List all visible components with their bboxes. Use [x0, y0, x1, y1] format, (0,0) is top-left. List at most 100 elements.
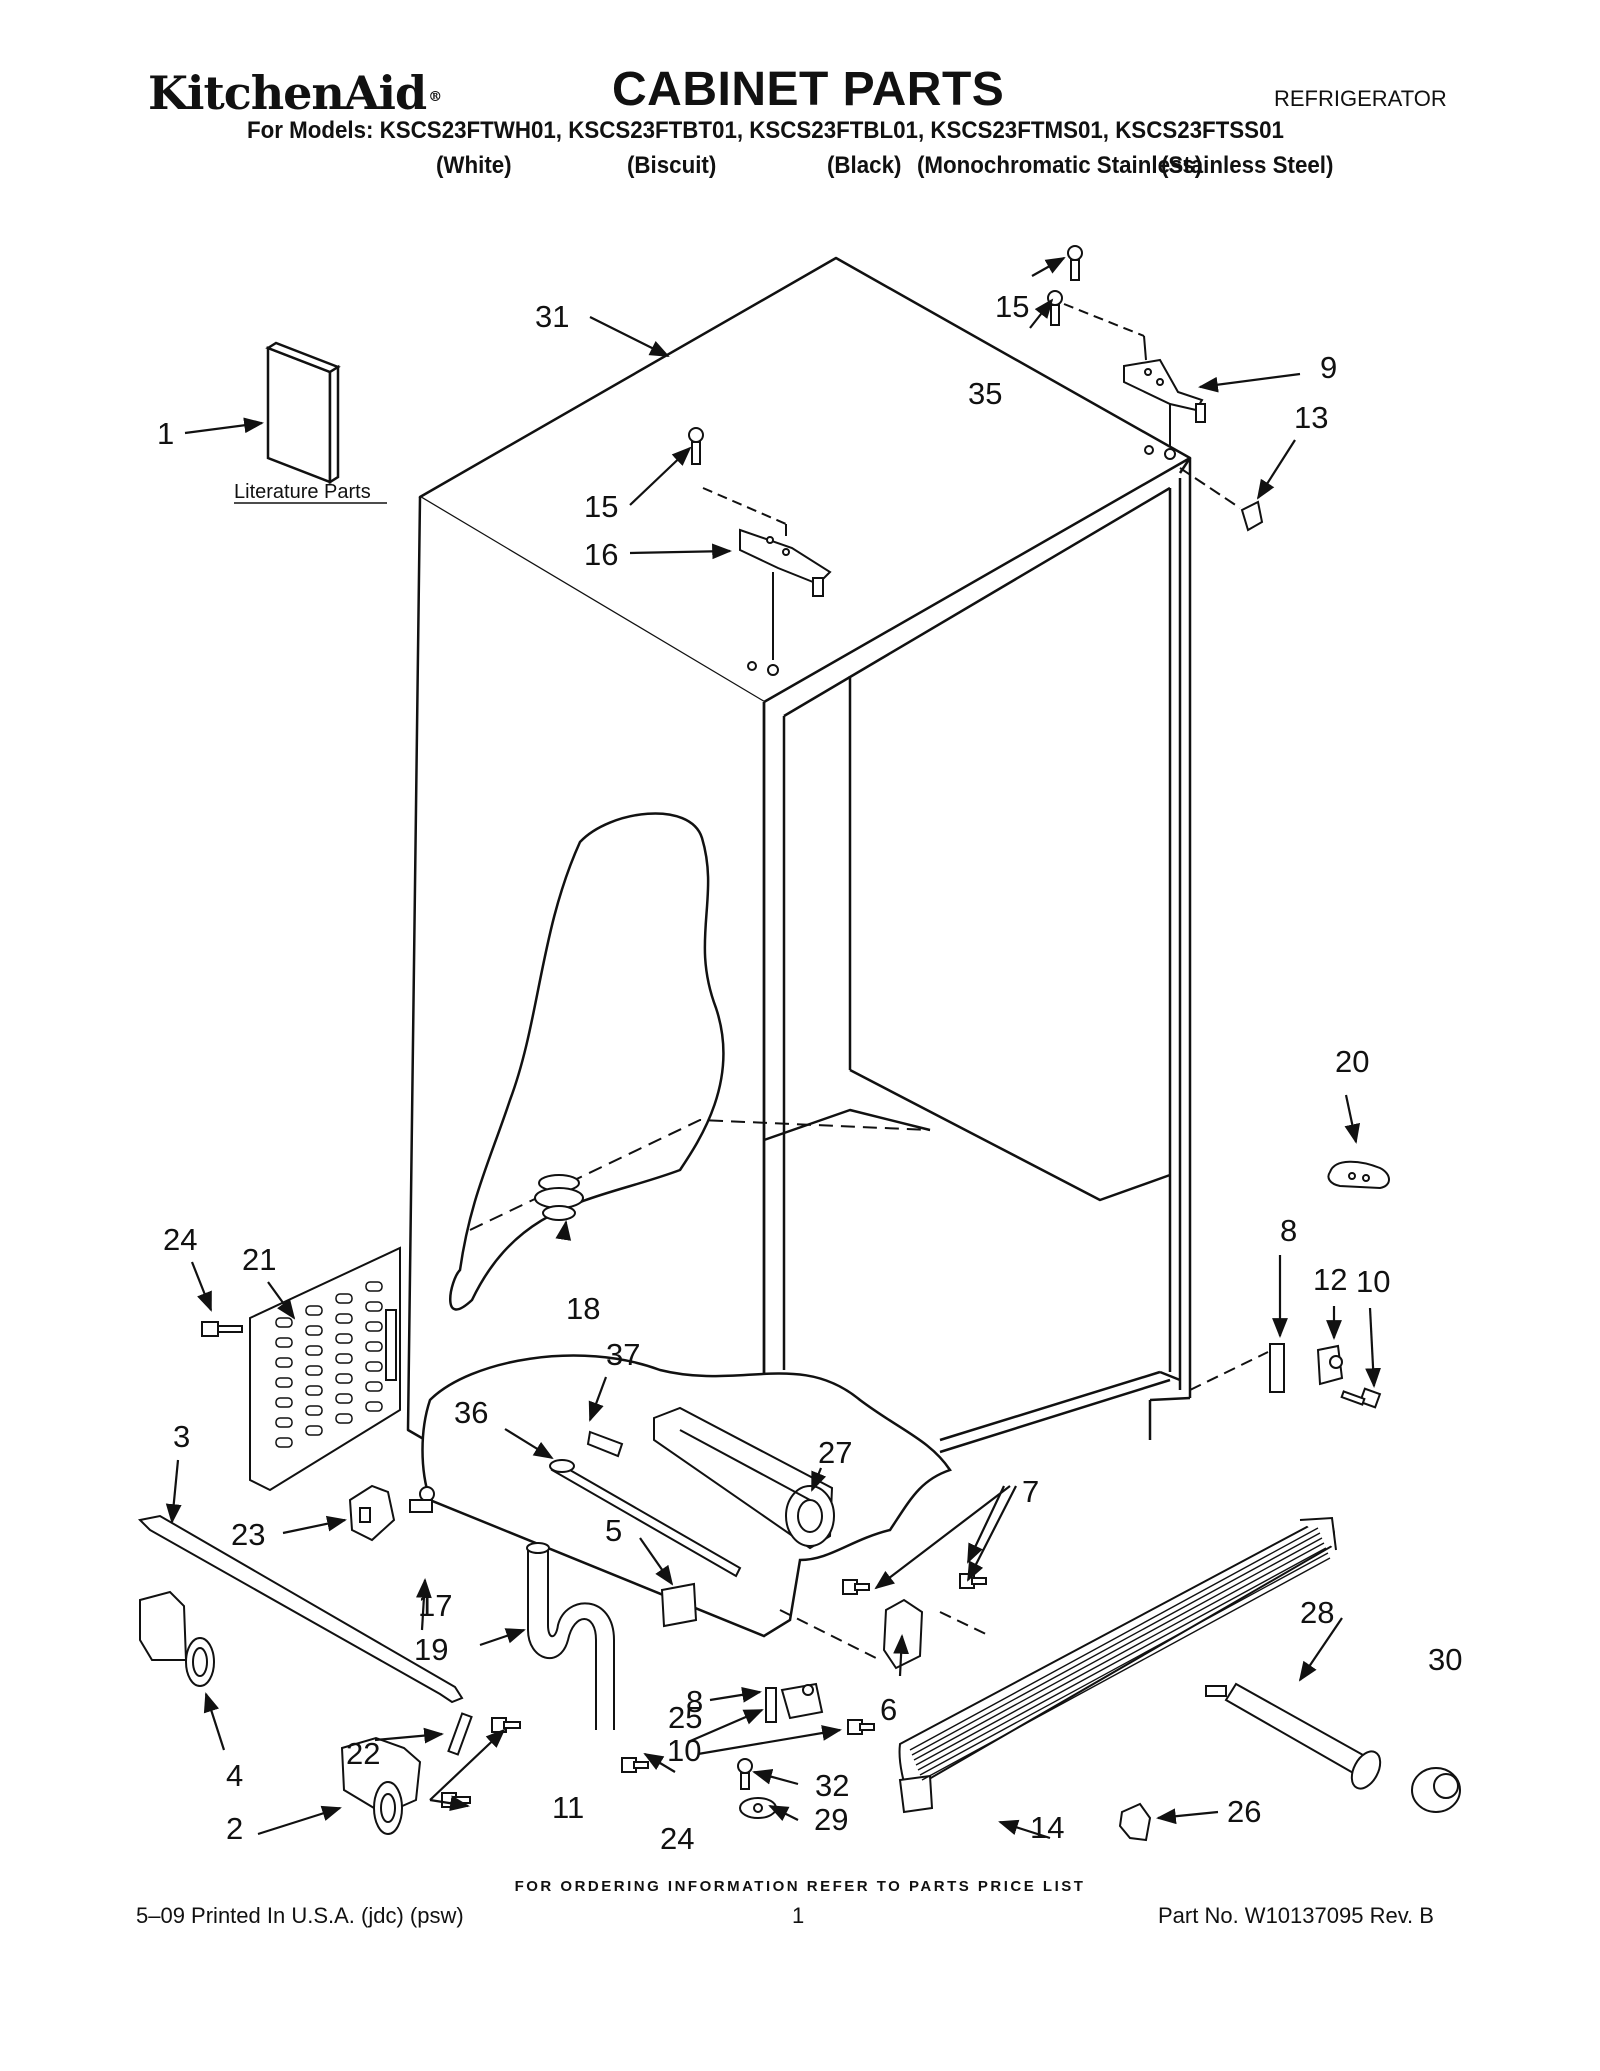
registered-mark: ®: [428, 89, 442, 105]
leader-arrow-32: [687, 1708, 764, 1744]
page-title: CABINET PARTS: [612, 63, 1005, 116]
leader-arrow-21: [629, 446, 692, 506]
callout-25-28: 25: [668, 1700, 702, 1735]
leader-arrow-22: [629, 543, 732, 560]
callout-1-0: 1: [157, 416, 174, 451]
screw-11-upper: [491, 1717, 521, 1733]
clip-13: [1179, 467, 1264, 532]
grille-slot: [305, 1305, 323, 1316]
hinge-top-right: [1063, 303, 1206, 460]
variant-monochromatic-stainless: (Monochromatic Stainless): [917, 152, 1203, 179]
leader-arrow-27: [267, 1281, 296, 1320]
callout-12-13: 12: [1313, 1262, 1347, 1297]
part-29: [739, 1797, 777, 1819]
callout-8-7: 8: [686, 1684, 703, 1719]
grille-slot: [365, 1301, 383, 1312]
grille-slot: [365, 1341, 383, 1352]
grille-slat: [915, 1542, 1325, 1766]
leader-arrow-35: [1298, 1617, 1343, 1682]
leader-arrow-17: [1256, 439, 1296, 500]
leader-arrow-7: [967, 1485, 1005, 1564]
leader-arrow-2: [165, 1459, 182, 1524]
leader-arrow-19: [1031, 257, 1066, 277]
leader-arrow-38: [589, 316, 670, 357]
leader-arrow-34: [810, 1467, 827, 1492]
leader-arrow-16: [1365, 1307, 1381, 1388]
callout-28-31: 28: [1300, 1595, 1334, 1630]
callout-29-32: 29: [814, 1802, 848, 1837]
print-info: 5–09 Printed In U.S.A. (jdc) (psw): [136, 1903, 464, 1928]
callout-2-1: 2: [226, 1811, 243, 1846]
grille-slot: [335, 1293, 353, 1304]
screw-32: [737, 1758, 753, 1790]
leader-arrow-13: [429, 1795, 470, 1812]
callout-24-27: 24: [660, 1821, 694, 1856]
variant-stainless-steel: (Stainless Steel): [1161, 152, 1334, 179]
part-20-bracket: [1327, 1160, 1390, 1190]
literature-booklet-icon: [265, 341, 341, 485]
hinge-top-left: [702, 487, 832, 676]
callout-4-3: 4: [226, 1758, 243, 1793]
pin-22: [447, 1712, 473, 1756]
variant-biscuit: (Biscuit): [627, 152, 717, 179]
grille-slots: [275, 1281, 383, 1448]
leader-arrow-6: [874, 1485, 1011, 1590]
grille-slot: [365, 1281, 383, 1292]
callout-22-24: 22: [346, 1736, 380, 1771]
callout-10-11: 10: [1356, 1264, 1390, 1299]
grille-slot: [305, 1425, 323, 1436]
grille-slot: [275, 1397, 293, 1408]
callout-8-8: 8: [1280, 1213, 1297, 1248]
callout-17-19: 17: [418, 1588, 452, 1623]
screw-10-bottom: [847, 1719, 875, 1735]
models-line: For Models: KSCS23FTWH01, KSCS23FTBT01, …: [247, 117, 1284, 144]
screw-7-left: [842, 1579, 870, 1595]
leader-arrow-23: [416, 1578, 432, 1631]
grille-slot: [305, 1405, 323, 1416]
callout-7-6: 7: [1022, 1474, 1039, 1509]
filter-cap-30: [1411, 1767, 1461, 1813]
callout-23-25: 23: [231, 1517, 265, 1552]
grille-slot: [275, 1417, 293, 1428]
grille-slot: [335, 1333, 353, 1344]
base-grille-14: [898, 1516, 1337, 1814]
callout-3-2: 3: [173, 1419, 190, 1454]
callout-19-21: 19: [414, 1632, 448, 1667]
leader-arrow-20: [1029, 298, 1054, 329]
grille-slot: [365, 1321, 383, 1332]
grille-slot: [365, 1361, 383, 1372]
screw-15-upper: [1067, 245, 1083, 281]
screw-7-right: [959, 1573, 987, 1589]
callout-27-30: 27: [818, 1435, 852, 1470]
grille-slat: [911, 1532, 1321, 1756]
leader-arrow-1: [257, 1805, 342, 1836]
callout-leaders: [165, 257, 1381, 1840]
callout-32-35: 32: [815, 1768, 849, 1803]
grille-slot: [275, 1377, 293, 1388]
callout-numbers: 1234567889101011121314151516171819202122…: [157, 289, 1462, 1856]
callout-21-23: 21: [242, 1242, 276, 1277]
callout-36-37: 36: [454, 1395, 488, 1430]
grille-slot: [275, 1337, 293, 1348]
variant-black: (Black): [827, 152, 902, 179]
leader-arrow-36: [768, 1805, 799, 1822]
water-filter-28: [1205, 1682, 1382, 1790]
variant-white: (White): [436, 152, 512, 179]
part-number: Part No. W10137095 Rev. B: [1158, 1903, 1434, 1928]
callout-6-5: 6: [880, 1692, 897, 1727]
leader-arrow-9: [709, 1686, 762, 1703]
leader-arrow-26: [1344, 1094, 1361, 1144]
leader-arrow-8: [967, 1485, 1017, 1582]
grille-slot: [275, 1437, 293, 1448]
leader-arrow-4: [639, 1537, 674, 1586]
hinge-bottom-left: [765, 1682, 824, 1723]
brand-name: KitchenAid: [148, 66, 427, 120]
leader-arrow-30: [190, 1261, 213, 1312]
bracket-23: [348, 1484, 396, 1542]
callout-37-38: 37: [606, 1337, 640, 1372]
grille-slat: [909, 1527, 1319, 1751]
leader-arrow-29: [282, 1515, 347, 1535]
screw-24-bottom: [621, 1757, 649, 1773]
leader-arrow-0: [184, 417, 264, 435]
